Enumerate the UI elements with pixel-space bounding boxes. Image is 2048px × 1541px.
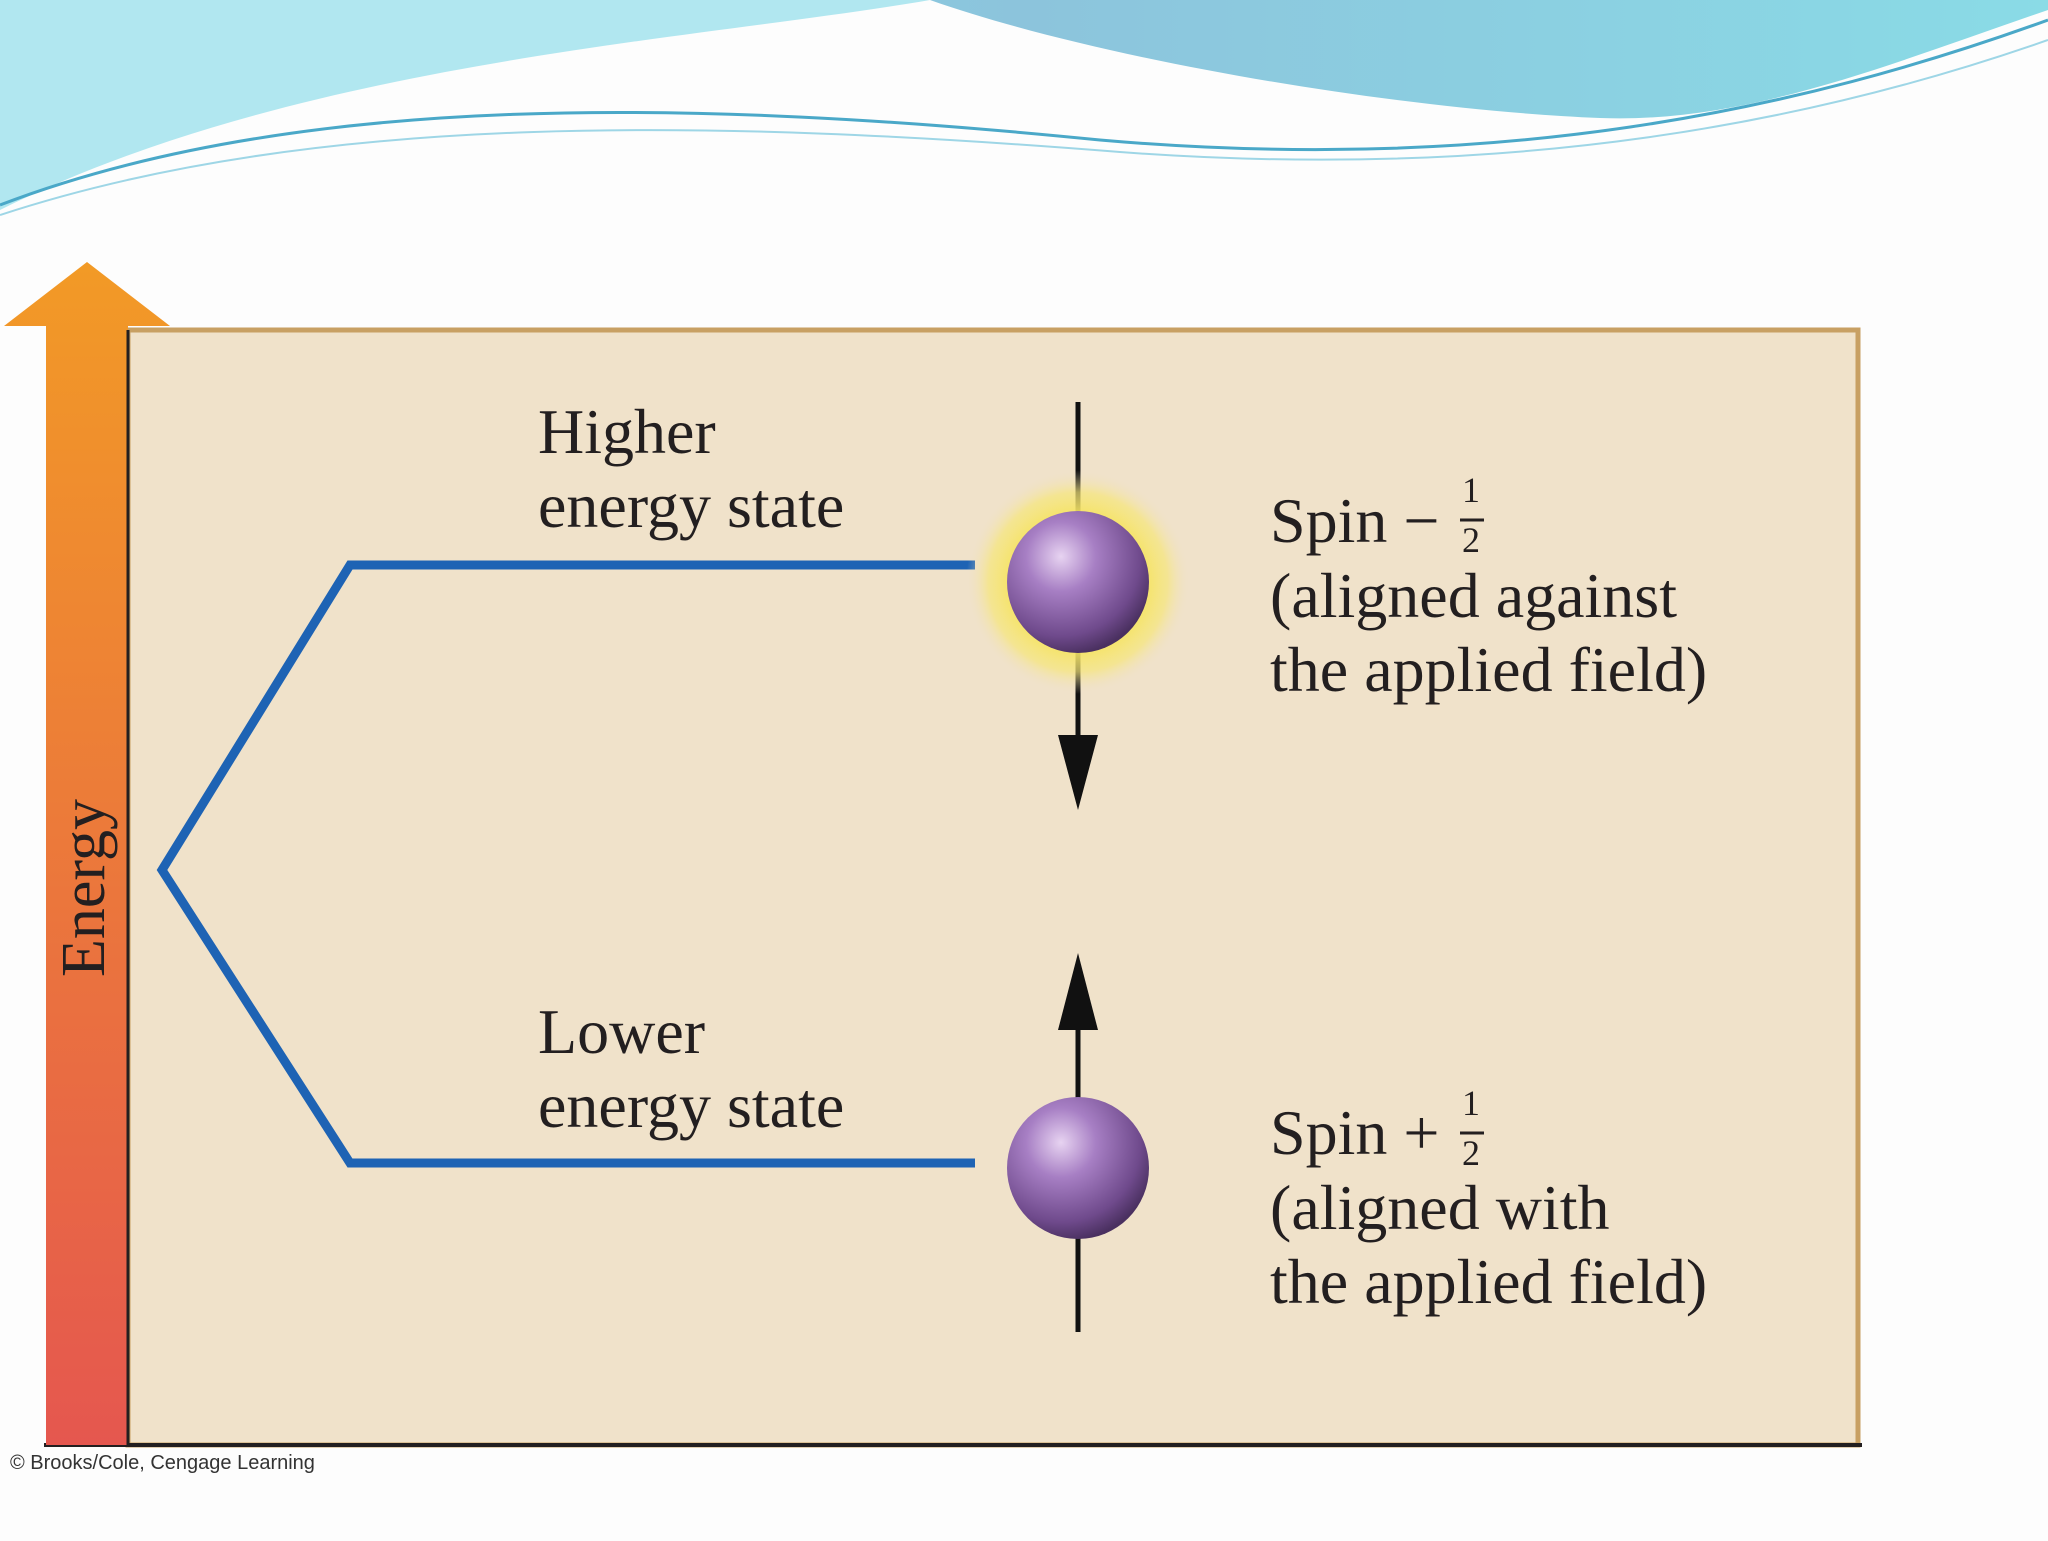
higher-spin-denominator: 2 xyxy=(1462,520,1480,560)
axis-label: Energy xyxy=(50,799,118,977)
higher-state-nucleus xyxy=(966,402,1190,810)
lower-state-label-line1: Lower xyxy=(538,996,706,1067)
energy-axis-arrow xyxy=(4,262,170,1445)
higher-desc-line2: the applied field) xyxy=(1270,634,1708,705)
higher-state-label-line1: Higher xyxy=(538,396,716,467)
spin-down-arrowhead xyxy=(1058,735,1098,810)
lower-desc-line2: the applied field) xyxy=(1270,1246,1708,1317)
energy-split-lines xyxy=(156,560,975,1168)
higher-spin-text: Spin − xyxy=(1270,485,1440,556)
nucleus-sphere xyxy=(1007,1097,1149,1239)
lower-state-nucleus xyxy=(1007,953,1149,1332)
lower-spin-numerator: 1 xyxy=(1462,1083,1480,1123)
higher-spin-numerator: 1 xyxy=(1462,470,1480,510)
copyright-credit: © Brooks/Cole, Cengage Learning xyxy=(10,1452,315,1474)
header-banner xyxy=(0,0,2048,216)
lower-spin-text: Spin + xyxy=(1270,1097,1440,1168)
spin-up-arrowhead xyxy=(1058,953,1098,1030)
lower-state-label-line2: energy state xyxy=(538,1070,845,1141)
lower-spin-denominator: 2 xyxy=(1462,1133,1480,1173)
nucleus-sphere xyxy=(1007,511,1149,653)
higher-desc-line1: (aligned against xyxy=(1270,560,1677,631)
higher-state-label-line2: energy state xyxy=(538,470,845,541)
lower-desc-line1: (aligned with xyxy=(1270,1172,1610,1243)
